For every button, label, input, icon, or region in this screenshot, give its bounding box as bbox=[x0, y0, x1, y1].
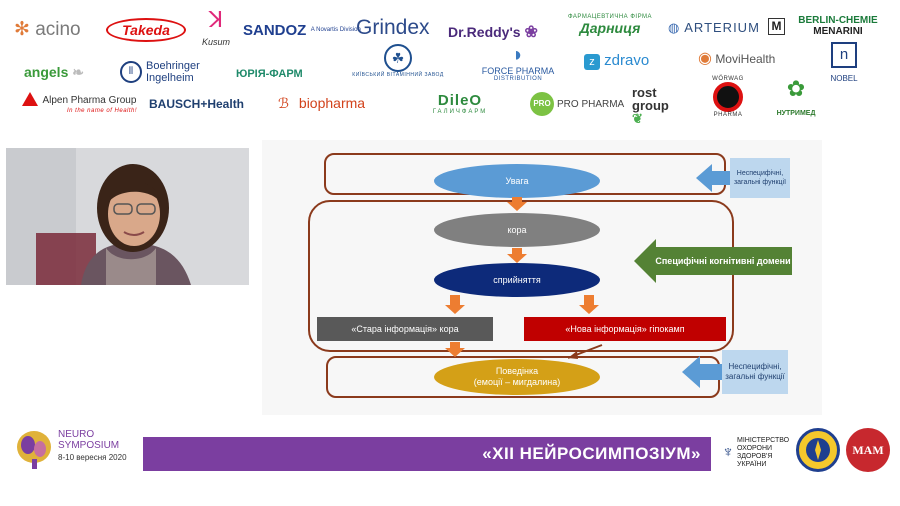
logo-force-pharma: ◗ FORCE PHARMA DISTRIBUTION bbox=[478, 44, 558, 82]
logo-worwag: WÖRWAG PHARMA bbox=[712, 76, 744, 118]
logo-takeda: Takeda bbox=[106, 18, 186, 42]
mam-logo: MAM bbox=[846, 428, 890, 472]
nonspecific-bottom-arrow bbox=[682, 350, 788, 394]
logo-kyiv-vitamin: ☘ КИЇВСЬКИЙ ВІТАМІННИЙ ЗАВОД bbox=[348, 44, 448, 78]
logo-angels: angels ❧ bbox=[24, 64, 84, 80]
logo-biopharma: ℬ biopharma bbox=[278, 95, 366, 111]
logo-alpen-pharma: Alpen Pharma Group In the name of Health… bbox=[22, 90, 137, 114]
biopharma-icon: ℬ bbox=[278, 95, 290, 111]
nutrimed-icon: ✿ bbox=[786, 76, 806, 101]
emblem-icon bbox=[806, 438, 830, 462]
logo-rost-group: rost group ❦ bbox=[632, 85, 669, 126]
brain-icon bbox=[17, 431, 51, 469]
acino-icon: ✻ bbox=[14, 19, 30, 40]
symposium-banner: «XII НЕЙРОСИМПОЗІУМ» bbox=[143, 437, 711, 471]
trident-icon: ♆ bbox=[722, 444, 734, 461]
perception-node: сприйняття bbox=[434, 263, 600, 297]
new-info-box: «Нова інформація» гіпокамп bbox=[524, 317, 726, 341]
presenter-silhouette bbox=[6, 148, 249, 285]
logo-dileo: DileO ГАЛИЧФАРМ bbox=[432, 92, 488, 115]
logo-berlin-chemie: BERLIN-CHEMIE MENARINI bbox=[798, 15, 878, 37]
boehringer-icon: ⦀ bbox=[120, 61, 142, 83]
neuro-symposium-logo: NEURO SYMPOSIUM 8-10 вересня 2020 bbox=[14, 427, 144, 473]
kusum-icon: ꓘ bbox=[208, 7, 224, 32]
logo-nobel: n NOBEL bbox=[826, 42, 862, 86]
cortex-node: кора bbox=[434, 213, 600, 247]
ministry-logo: ♆ МІНІСТЕРСТВО ОХОРОНИ ЗДОРОВ'Я УКРАЇНИ bbox=[722, 437, 790, 468]
alpen-icon bbox=[22, 91, 38, 106]
logo-movihealth: ◉ MoviHealth bbox=[698, 50, 776, 67]
attention-node: Увага bbox=[434, 164, 600, 198]
logo-zdravo: z zdravo bbox=[584, 52, 649, 70]
dr-reddys-icon: ❀ bbox=[524, 24, 538, 41]
nobel-icon: n bbox=[831, 42, 857, 68]
logo-darnytsia: ФАРМАЦЕВТИЧНА ФІРМА Дарниця bbox=[567, 14, 653, 36]
arrow-attention-cortex bbox=[507, 197, 527, 211]
old-info-box: «Стара інформація» кора bbox=[317, 317, 493, 341]
nonspecific-top-label: Неспецифічні, загальні функції bbox=[733, 170, 787, 186]
arrow-old-behavior bbox=[445, 342, 465, 357]
nonspecific-top-arrow bbox=[696, 158, 790, 198]
logo-bausch-health: BAUSCH+Health bbox=[149, 97, 245, 111]
flow-arrows bbox=[445, 197, 603, 359]
association-emblem bbox=[796, 428, 840, 472]
kyiv-vitamin-icon: ☘ bbox=[384, 44, 412, 72]
presentation-slide: Увага кора сприйняття Поведінка (емоції … bbox=[262, 140, 822, 415]
movihealth-icon: ◉ bbox=[698, 50, 712, 67]
logo-menarini-mark: M bbox=[768, 18, 785, 35]
worwag-icon bbox=[713, 82, 743, 112]
logo-pro-pharma: PRO PRO PHARMA bbox=[530, 92, 624, 116]
specific-domains-label: Специфічні когнітивні домени bbox=[655, 256, 791, 266]
arrow-perception-new bbox=[579, 295, 599, 314]
arrow-perception-old bbox=[445, 295, 465, 314]
specific-domains-arrow bbox=[634, 239, 792, 283]
rost-leaf-icon: ❦ bbox=[632, 111, 643, 126]
logo-kusum: ꓘ Kusum bbox=[196, 8, 236, 50]
logo-yuria-pharm: ЮРІЯ-ФАРМ bbox=[236, 68, 303, 80]
logo-grindex: Grindex bbox=[356, 16, 430, 39]
webcam-video bbox=[6, 148, 249, 285]
nonspecific-bottom-label: Неспецифічні, загальні функції bbox=[725, 362, 785, 381]
force-pharma-icon: ◗ bbox=[511, 44, 525, 66]
logo-sandoz: SANDOZ A Novartis Division bbox=[243, 22, 361, 39]
logo-acino: ✻ acino bbox=[14, 19, 81, 40]
angel-wing-icon: ❧ bbox=[72, 64, 84, 80]
logo-boehringer: ⦀ Boehringer Ingelheim bbox=[120, 60, 200, 84]
sponsor-logos: ✻ acino Takeda ꓘ Kusum SANDOZ A Novartis… bbox=[0, 0, 900, 126]
arrow-cortex-perception bbox=[507, 248, 527, 263]
logo-nutrimed: ✿ НУТРИМЕД bbox=[774, 76, 818, 120]
logo-dr-reddys: Dr.Reddy's ❀ bbox=[448, 24, 538, 41]
pro-pharma-icon: PRO bbox=[530, 92, 554, 116]
zdravo-icon: z bbox=[584, 54, 600, 70]
behavior-node: Поведінка (емоції – мигдалина) bbox=[434, 359, 600, 395]
logo-arterium: ◍ ARTERIUM bbox=[668, 20, 760, 35]
arterium-icon: ◍ bbox=[668, 20, 681, 35]
